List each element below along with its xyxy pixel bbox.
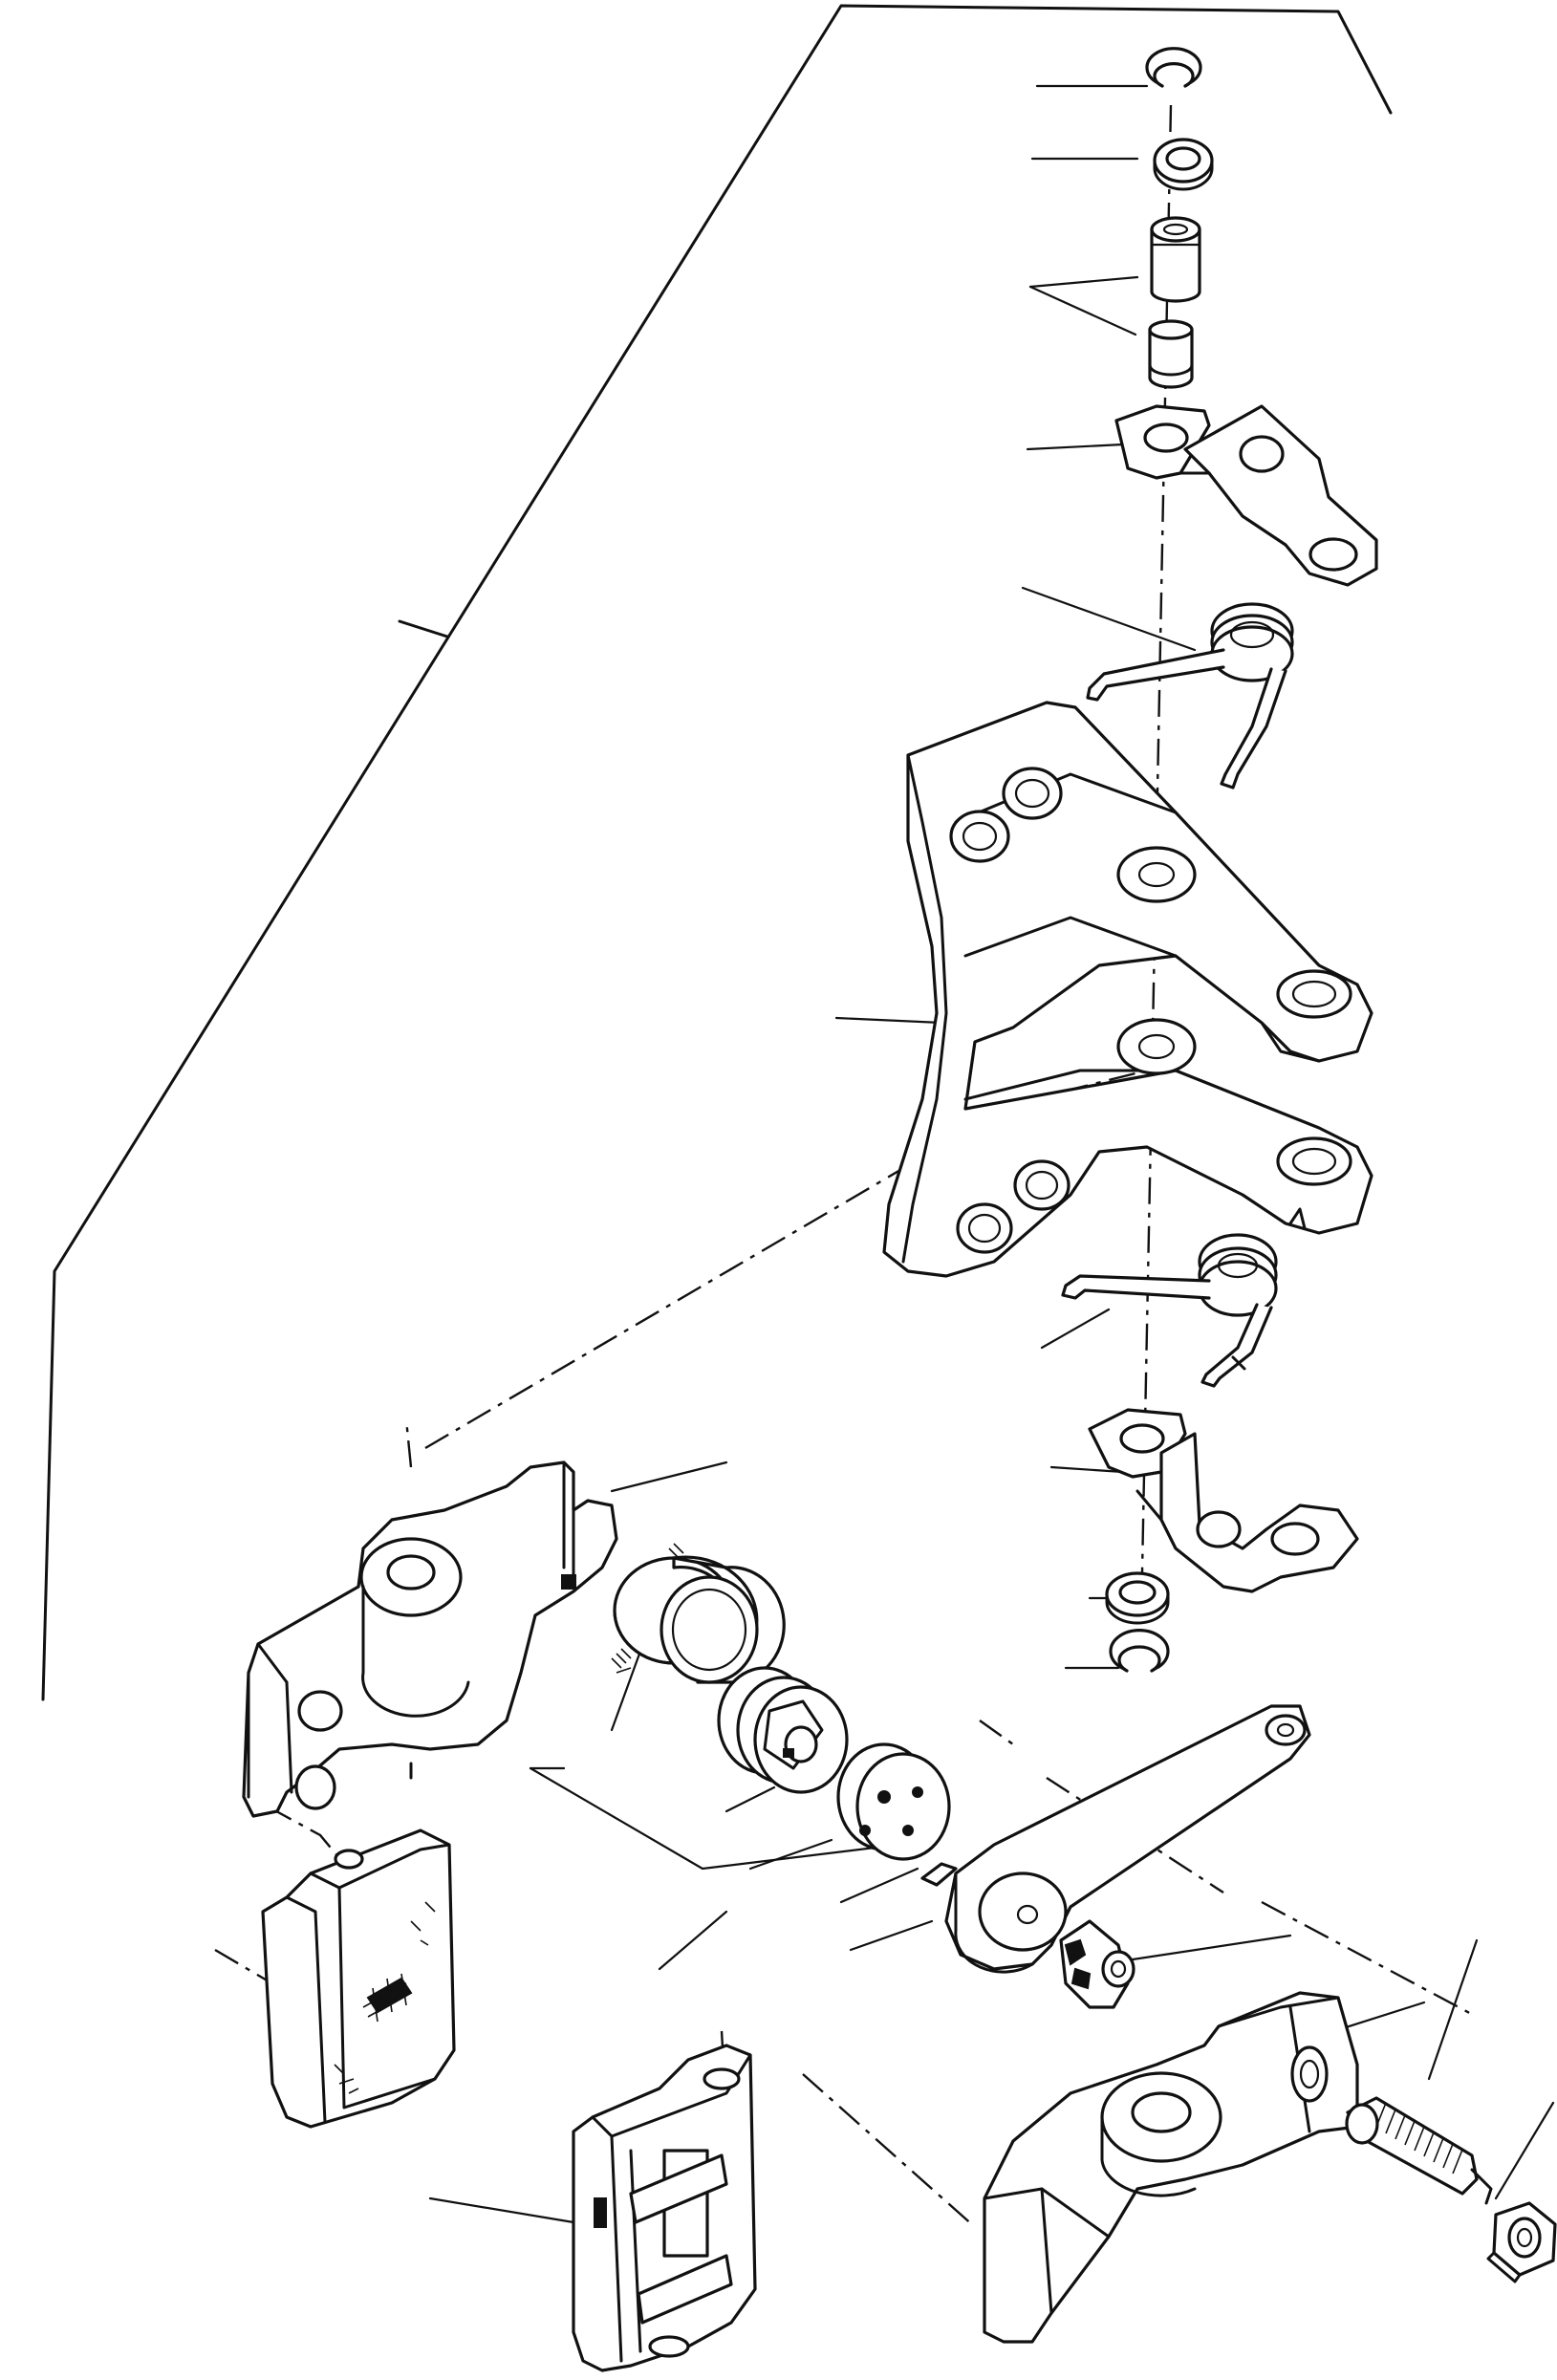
bracket-lower-icon [1088,1408,1359,1593]
dowel-pin-icon [920,1862,958,1887]
brake-arm-right-icon [983,1991,1359,2344]
adjust-screw-icon [1345,2096,1493,2205]
snap-ring-icon [1145,47,1202,88]
hex-nut-icon [1486,2201,1557,2283]
adjuster-nut-icon [1059,1919,1135,2009]
pin-icon [1150,216,1201,303]
caliper-body-icon [882,701,1373,1278]
brake-pad-icon [261,1828,456,2129]
washer-icon [1153,138,1214,191]
torsion-spring-lower-icon [1061,1233,1278,1388]
pad-holder-icon [572,2044,757,2372]
leader-lines [428,84,1555,2224]
lever-icon [944,1704,1311,1974]
torsion-spring-icon [1086,602,1294,790]
piston-icon [717,1666,849,1794]
piston-boot-icon [611,1543,786,1684]
bushing-icon [1148,319,1194,389]
bracket-icon [1114,404,1378,587]
brake-arm-icon [242,1460,618,1818]
snap-ring-lower-icon [1109,1629,1170,1673]
washer-lower-icon [1105,1571,1170,1625]
push-disc-icon [836,1742,951,1861]
assembly-group-bracket [41,4,1393,1701]
